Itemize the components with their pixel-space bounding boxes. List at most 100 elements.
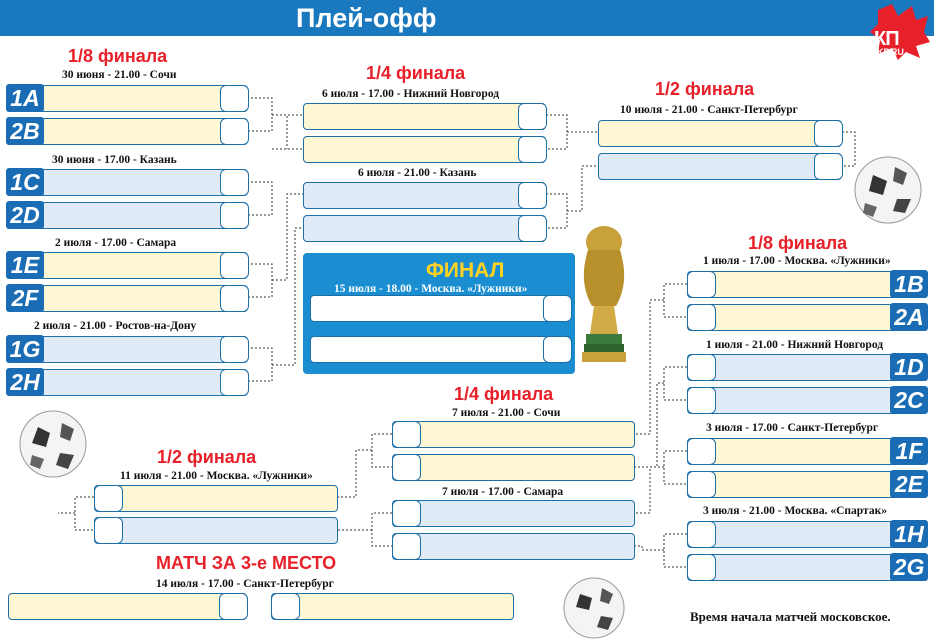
slot-final-team2[interactable] bbox=[310, 335, 572, 363]
score-box[interactable] bbox=[517, 181, 547, 209]
left-r16-match-3-info: 2 июля - 17.00 - Самара bbox=[55, 237, 177, 249]
slot-2D[interactable] bbox=[8, 201, 249, 229]
team-code-2G: 2G bbox=[890, 553, 928, 581]
top-qf-title: 1/4 финала bbox=[366, 63, 466, 83]
slot-1C[interactable] bbox=[8, 168, 249, 196]
team-code-1H: 1H bbox=[890, 520, 928, 548]
score-box[interactable] bbox=[686, 386, 716, 414]
slot-qf3-team1[interactable] bbox=[391, 420, 635, 448]
score-box[interactable] bbox=[542, 294, 572, 322]
slot-sf1-team1[interactable] bbox=[598, 119, 843, 147]
score-box[interactable] bbox=[219, 201, 249, 229]
slot-1A[interactable] bbox=[8, 84, 249, 112]
slot-2E[interactable] bbox=[686, 470, 927, 498]
slot-2F[interactable] bbox=[8, 284, 249, 312]
team-code-1G: 1G bbox=[6, 335, 44, 363]
score-box[interactable] bbox=[391, 453, 421, 481]
header-bar bbox=[0, 0, 934, 36]
team-code-2B: 2B bbox=[6, 117, 44, 145]
score-box[interactable] bbox=[686, 270, 716, 298]
score-box[interactable] bbox=[686, 437, 716, 465]
score-box[interactable] bbox=[686, 553, 716, 581]
slot-qf3-team2[interactable] bbox=[391, 453, 635, 481]
score-box[interactable] bbox=[93, 516, 123, 544]
bottom-qf-match-2-info: 7 июля - 17.00 - Самара bbox=[442, 486, 564, 498]
team-code-2E: 2E bbox=[890, 470, 928, 498]
score-box[interactable] bbox=[219, 117, 249, 145]
slot-sf2-team1[interactable] bbox=[93, 484, 338, 512]
score-box[interactable] bbox=[219, 368, 249, 396]
team-code-2H: 2H bbox=[6, 368, 44, 396]
score-box[interactable] bbox=[517, 214, 547, 242]
slot-qf2-team2[interactable] bbox=[303, 214, 547, 242]
slot-2B[interactable] bbox=[8, 117, 249, 145]
score-box[interactable] bbox=[219, 168, 249, 196]
left-r16-match-1-info: 30 июня - 21.00 - Сочи bbox=[62, 69, 177, 81]
score-box[interactable] bbox=[391, 532, 421, 560]
logo-text: КП bbox=[874, 28, 900, 50]
top-sf-title: 1/2 финала bbox=[655, 79, 755, 99]
score-box[interactable] bbox=[219, 251, 249, 279]
slot-final-team1[interactable] bbox=[310, 294, 572, 322]
team-code-1A: 1A bbox=[6, 84, 44, 112]
score-box[interactable] bbox=[517, 135, 547, 163]
score-box[interactable] bbox=[686, 353, 716, 381]
slot-1E[interactable] bbox=[8, 251, 249, 279]
slot-2A[interactable] bbox=[686, 303, 927, 331]
score-box[interactable] bbox=[219, 335, 249, 363]
slot-1B[interactable] bbox=[686, 270, 927, 298]
left-r16-title: 1/8 финала bbox=[68, 46, 168, 66]
slot-qf2-team1[interactable] bbox=[303, 181, 547, 209]
bottom-qf-title: 1/4 финала bbox=[454, 384, 554, 404]
slot-1D[interactable] bbox=[686, 353, 927, 381]
score-box[interactable] bbox=[391, 420, 421, 448]
team-code-1F: 1F bbox=[890, 437, 928, 465]
bottom-sf-info: 11 июля - 21.00 - Москва. «Лужники» bbox=[120, 470, 313, 482]
score-box[interactable] bbox=[93, 484, 123, 512]
right-r16-match-2-info: 1 июля - 21.00 - Нижний Новгород bbox=[706, 339, 884, 351]
score-box[interactable] bbox=[542, 335, 572, 363]
third-place-info: 14 июля - 17.00 - Санкт-Петербург bbox=[156, 578, 334, 590]
slot-third-team2[interactable] bbox=[270, 592, 514, 620]
right-r16-match-4-info: 3 июля - 21.00 - Москва. «Спартак» bbox=[703, 505, 887, 517]
team-code-1D: 1D bbox=[890, 353, 928, 381]
top-qf-match-1-info: 6 июля - 17.00 - Нижний Новгород bbox=[322, 88, 500, 100]
bottom-sf-title: 1/2 финала bbox=[157, 447, 257, 467]
slot-sf1-team2[interactable] bbox=[598, 152, 843, 180]
score-box[interactable] bbox=[219, 284, 249, 312]
football-icon bbox=[854, 156, 922, 224]
slot-qf1-team2[interactable] bbox=[303, 135, 547, 163]
score-box[interactable] bbox=[218, 592, 248, 620]
football-icon bbox=[563, 577, 625, 639]
score-box[interactable] bbox=[686, 470, 716, 498]
slot-2H[interactable] bbox=[8, 368, 249, 396]
bottom-qf-match-1-info: 7 июля - 21.00 - Сочи bbox=[452, 407, 561, 419]
score-box[interactable] bbox=[270, 592, 300, 620]
score-box[interactable] bbox=[391, 499, 421, 527]
slot-qf4-team1[interactable] bbox=[391, 499, 635, 527]
slot-2G[interactable] bbox=[686, 553, 927, 581]
team-code-1C: 1C bbox=[6, 168, 44, 196]
slot-1H[interactable] bbox=[686, 520, 927, 548]
slot-qf4-team2[interactable] bbox=[391, 532, 635, 560]
team-code-1B: 1B bbox=[890, 270, 928, 298]
team-code-2F: 2F bbox=[6, 284, 44, 312]
slot-third-team1[interactable] bbox=[8, 592, 248, 620]
score-box[interactable] bbox=[686, 303, 716, 331]
right-r16-title: 1/8 финала bbox=[748, 233, 848, 253]
score-box[interactable] bbox=[813, 119, 843, 147]
slot-qf1-team1[interactable] bbox=[303, 102, 547, 130]
right-r16-match-3-info: 3 июля - 17.00 - Санкт-Петербург bbox=[706, 422, 879, 434]
score-box[interactable] bbox=[517, 102, 547, 130]
slot-2C[interactable] bbox=[686, 386, 927, 414]
score-box[interactable] bbox=[813, 152, 843, 180]
football-icon bbox=[19, 410, 87, 478]
slot-1G[interactable] bbox=[8, 335, 249, 363]
final-info: 15 июля - 18.00 - Москва. «Лужники» bbox=[334, 283, 528, 295]
slot-sf2-team2[interactable] bbox=[93, 516, 338, 544]
page-title: Плей-офф bbox=[296, 3, 437, 33]
score-box[interactable] bbox=[686, 520, 716, 548]
score-box[interactable] bbox=[219, 84, 249, 112]
slot-1F[interactable] bbox=[686, 437, 927, 465]
